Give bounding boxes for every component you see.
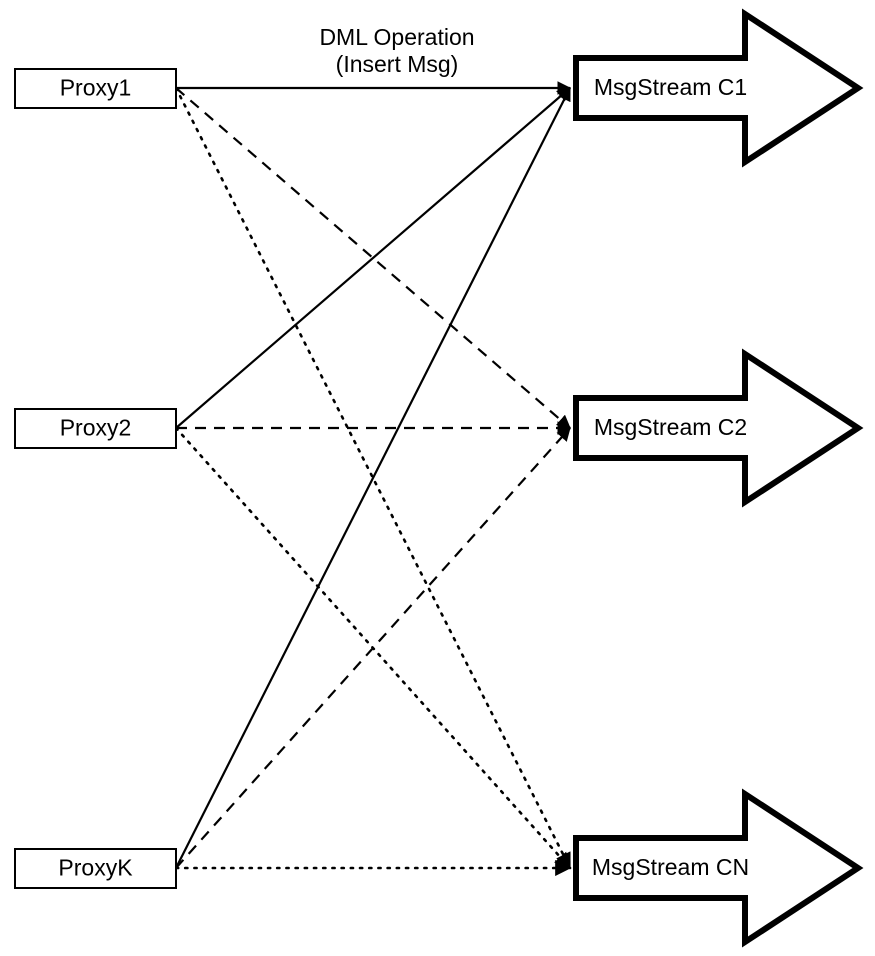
edge-proxyk-to-c1 xyxy=(175,87,571,869)
msgstream-cn-arrow-shape[interactable] xyxy=(573,788,864,948)
proxyk-label: ProxyK xyxy=(58,855,133,881)
dml-operation-caption: DML Operation (Insert Msg) xyxy=(319,24,474,77)
caption-line-2: (Insert Msg) xyxy=(336,51,459,77)
proxy1-label: Proxy1 xyxy=(60,75,132,101)
msgstream-c1-label: MsgStream C1 xyxy=(594,74,747,100)
proxy2-box[interactable] xyxy=(14,408,177,449)
node-proxy2[interactable]: Proxy2 xyxy=(14,408,177,449)
edge-proxy1-to-c2 xyxy=(175,87,571,429)
proxy-node-group: Proxy1 Proxy2 ProxyK xyxy=(14,68,177,889)
msgstream-cn-label: MsgStream CN xyxy=(592,854,749,880)
node-proxyk[interactable]: ProxyK xyxy=(14,848,177,889)
proxy2-label: Proxy2 xyxy=(60,415,132,441)
proxy1-box[interactable] xyxy=(14,68,177,109)
node-msgstream-c2[interactable]: MsgStream C2 xyxy=(573,348,864,508)
msgstream-c1-arrow-shape[interactable] xyxy=(573,8,864,168)
edge-proxyk-to-c2 xyxy=(175,427,571,869)
proxyk-box[interactable] xyxy=(14,848,177,889)
edge-proxy1-to-cn xyxy=(174,86,572,870)
msgstream-c2-arrow-shape[interactable] xyxy=(573,348,864,508)
caption-line-1: DML Operation xyxy=(319,24,474,50)
node-proxy1[interactable]: Proxy1 xyxy=(14,68,177,109)
node-msgstream-cn[interactable]: MsgStream CN xyxy=(573,788,864,948)
edge-layer xyxy=(174,81,572,877)
msgstream-group: MsgStream C1 MsgStream C2 MsgStream CN xyxy=(573,8,864,948)
node-msgstream-c1[interactable]: MsgStream C1 xyxy=(573,8,864,168)
msgstream-c2-label: MsgStream C2 xyxy=(594,414,747,440)
edge-proxy2-to-c1 xyxy=(175,87,571,429)
